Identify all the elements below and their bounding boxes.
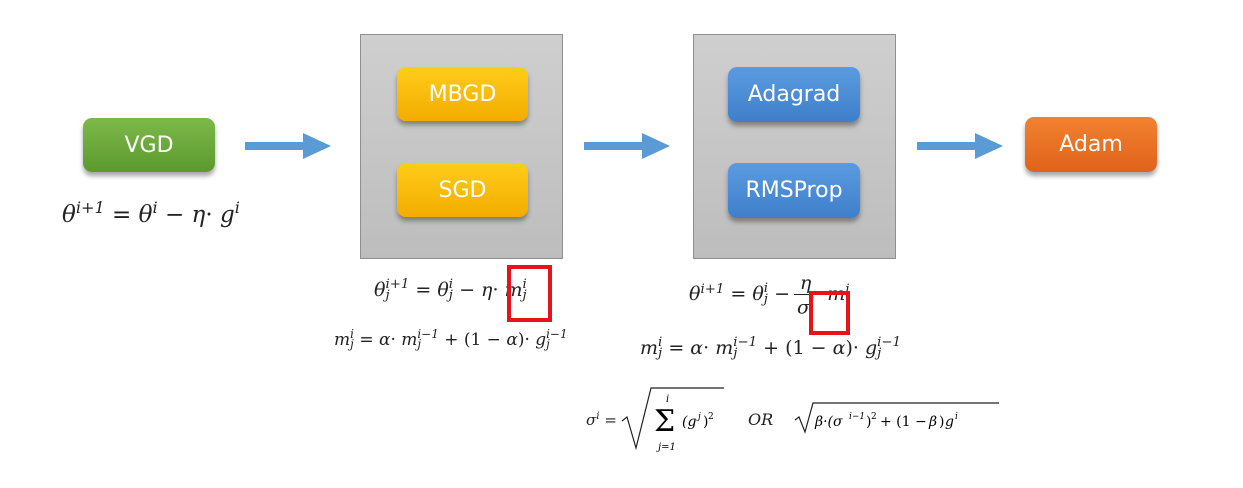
vgd-label: VGD — [124, 132, 174, 158]
or-label: OR — [748, 410, 774, 429]
svg-text:i: i — [955, 412, 958, 422]
sgd-node[interactable]: SGD — [397, 163, 528, 217]
mbgd-label: MBGD — [428, 81, 497, 107]
vgd-node[interactable]: VGD — [83, 118, 215, 172]
sigma-rms-sqrt: β·(σ i−1 ) 2 + (1 − β ) g i — [794, 402, 999, 434]
sgd-label: SGD — [438, 177, 487, 203]
adam-node[interactable]: Adam — [1025, 117, 1157, 172]
svg-text:β·(σ: β·(σ — [814, 414, 843, 430]
svg-text:i: i — [666, 394, 669, 405]
adam-label: Adam — [1059, 132, 1123, 157]
svg-text:): ) — [939, 414, 944, 430]
mbgd-node[interactable]: MBGD — [397, 67, 528, 121]
arrow-vgd-to-momentum — [245, 133, 331, 159]
momentum-term-highlight — [507, 265, 552, 322]
svg-text:2: 2 — [871, 412, 877, 422]
adagrad-node[interactable]: Adagrad — [728, 67, 860, 122]
svg-text:): ) — [703, 414, 708, 430]
adagrad-label: Adagrad — [747, 82, 841, 107]
svg-text:j: j — [696, 412, 701, 422]
svg-text:j=1: j=1 — [656, 442, 676, 453]
rmsprop-node[interactable]: RMSProp — [728, 163, 860, 218]
svg-text:Σ: Σ — [654, 404, 675, 439]
sigma-definition-lhs: σi = — [586, 410, 617, 429]
rmsprop-label: RMSProp — [745, 178, 843, 203]
arrow-momentum-to-adaptive — [584, 133, 670, 159]
svg-text:+ (1 −: + (1 − — [880, 414, 927, 430]
sigma-term-highlight — [809, 291, 850, 335]
svg-text:): ) — [866, 414, 871, 430]
svg-text:2: 2 — [708, 412, 714, 422]
vgd-update-formula: θi+1 = θi − η· gi — [62, 198, 240, 228]
svg-text:β: β — [928, 414, 937, 430]
sigma-sum-sqrt: i Σ j=1 (g j ) 2 — [621, 387, 724, 453]
svg-text:g: g — [945, 414, 954, 430]
svg-text:(g: (g — [682, 414, 696, 430]
svg-text:i−1: i−1 — [849, 412, 865, 422]
arrow-adaptive-to-adam — [917, 133, 1003, 159]
